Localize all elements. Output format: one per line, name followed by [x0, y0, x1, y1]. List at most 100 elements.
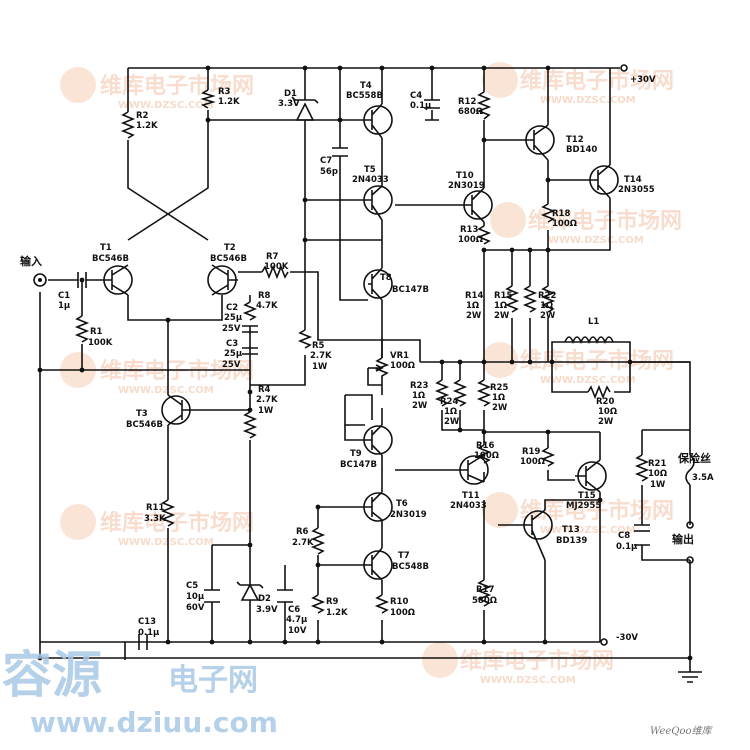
- vplus-terminal: [620, 64, 628, 72]
- capacitor-C4: [424, 99, 440, 109]
- label-R12-name: R12: [458, 97, 476, 107]
- resistor-R5: [297, 329, 313, 349]
- capacitor-C7: [332, 147, 348, 166]
- label-T14-value: 2N3055: [618, 185, 655, 195]
- label-VR1-name: VR1: [390, 351, 409, 361]
- label-D1-name: D1: [284, 89, 297, 99]
- resistor-R6: [310, 527, 326, 555]
- potentiometer-VR1: [367, 340, 390, 395]
- resistor-R7: [261, 264, 289, 280]
- watermark-logo: [482, 492, 518, 528]
- watermark-text: 维库电子市场网: [100, 510, 254, 536]
- watermark-3: 维库电子市场网 WWW.DZSC.COM: [490, 202, 682, 246]
- resistor-R22-zigzag: [540, 285, 556, 313]
- label-R10-value: 100Ω: [390, 608, 415, 618]
- label-T4-value: BC558B: [346, 91, 383, 101]
- label-T5-name: T5: [364, 165, 376, 175]
- label-R7-name: R7: [266, 252, 279, 262]
- capacitor-C5: [204, 589, 220, 603]
- watermark-2: 维库电子市场网 WWW.DZSC.COM: [482, 62, 674, 106]
- fuse: [685, 454, 695, 486]
- capacitor-C1: [77, 272, 88, 288]
- output-ground-terminal: [686, 521, 694, 529]
- label-R8-name: R8: [258, 291, 271, 301]
- watermark-text: 维库电子市场网: [520, 68, 674, 94]
- label-T15-value: MJ2955: [566, 501, 601, 511]
- input-label: 输入: [20, 254, 42, 268]
- label-R14-power: 2W: [466, 311, 482, 321]
- label-T7-name: T7: [398, 551, 410, 561]
- capacitor-C2: [242, 325, 258, 333]
- watermark-url: WWW.DZSC.COM: [540, 375, 636, 386]
- junctions: [37, 65, 693, 661]
- label-T2-value: BC546B: [210, 254, 247, 264]
- resistor-R24: [452, 379, 468, 407]
- label-T4-name: T4: [360, 81, 372, 91]
- label-T14-name: T14: [624, 175, 642, 185]
- label-R25-name: R25: [490, 383, 508, 393]
- label-R14-value: 1Ω: [466, 301, 479, 311]
- label-T11-value: 2N4033: [450, 501, 487, 511]
- fuse-rating: 3.5A: [692, 473, 714, 483]
- label-R14-name: R14: [465, 291, 483, 301]
- label-R22-name: R22: [538, 291, 556, 301]
- watermark-text: 维库电子市场网: [100, 358, 254, 384]
- label-C7-value: 56p: [320, 167, 338, 177]
- label-C6-name: C6: [288, 605, 300, 615]
- brand-subtitle: 电子网: [168, 663, 258, 698]
- transistor-T4: [363, 103, 393, 139]
- label-L1-name: L1: [588, 317, 599, 327]
- transistor-T12: [520, 124, 555, 161]
- label-R11-value: 3.3K: [144, 514, 166, 524]
- label-R20-value: 10Ω: [598, 407, 617, 417]
- branding: 容源 电子网 www.dziuu.com WeeQoo维库: [2, 646, 714, 739]
- label-R18-value: 100Ω: [552, 219, 577, 229]
- resistor-R10: [374, 594, 390, 614]
- label-R15-value: 1Ω: [494, 301, 507, 311]
- label-D2-name: D2: [258, 594, 271, 604]
- labels: 输入 +30V -30V 保险丝 3.5A 输出 R2 1.2K R3 1.2K…: [20, 75, 714, 643]
- resistor-R2: [120, 111, 136, 139]
- transistor-T15: [575, 459, 607, 493]
- watermark-layer: 维库电子市场网 WWW.DZSC.COM 维库电子市场网 WWW.DZSC.CO…: [60, 62, 682, 686]
- label-C8-value: 0.1µ: [616, 542, 637, 552]
- label-R21-name: R21: [648, 459, 666, 469]
- watermark-logo: [490, 202, 526, 238]
- label-R17-value: 580Ω: [472, 596, 497, 606]
- resistor-R11: [160, 499, 176, 527]
- resistor-R19: [540, 447, 556, 467]
- label-T9-value: BC147B: [340, 460, 377, 470]
- label-R5-value: 2.7K: [310, 351, 332, 361]
- label-T15-name: T15: [578, 491, 596, 501]
- label-T13-name: T13: [562, 525, 580, 535]
- transistors: [103, 103, 619, 581]
- label-D2-value: 3.9V: [256, 605, 278, 615]
- label-R13-name: R13: [460, 225, 478, 235]
- watermark-text: 维库电子市场网: [100, 73, 254, 99]
- watermark-url: WWW.DZSC.COM: [480, 675, 576, 686]
- label-C4-name: C4: [410, 91, 422, 101]
- diodes: [236, 96, 319, 601]
- watermark-logo: [422, 642, 458, 678]
- zener-D2: [236, 581, 264, 601]
- watermark-url: WWW.DZSC.COM: [540, 525, 636, 536]
- resistor-R14: [504, 285, 520, 313]
- inductor-L1: [564, 336, 614, 345]
- label-C5-voltage: 60V: [186, 603, 205, 613]
- label-R17-name: R17: [476, 585, 494, 595]
- resistor-R1: [74, 315, 90, 343]
- resistor-R12: [476, 91, 492, 120]
- terminals: [33, 64, 702, 683]
- label-R6-name: R6: [296, 527, 309, 537]
- label-VR1-value: 100Ω: [390, 361, 415, 371]
- label-T3-value: BC546B: [126, 420, 163, 430]
- label-R18-name: R18: [552, 209, 570, 219]
- brand-url: www.dziuu.com: [30, 706, 278, 739]
- label-R6-value: 2.7K: [292, 538, 314, 548]
- watermark-url: WWW.DZSC.COM: [118, 100, 214, 111]
- label-R1-value: 100K: [88, 338, 113, 348]
- label-T12-name: T12: [566, 135, 584, 145]
- label-R5-name: R5: [312, 341, 325, 351]
- watermark-text: 维库电子市场网: [460, 648, 614, 674]
